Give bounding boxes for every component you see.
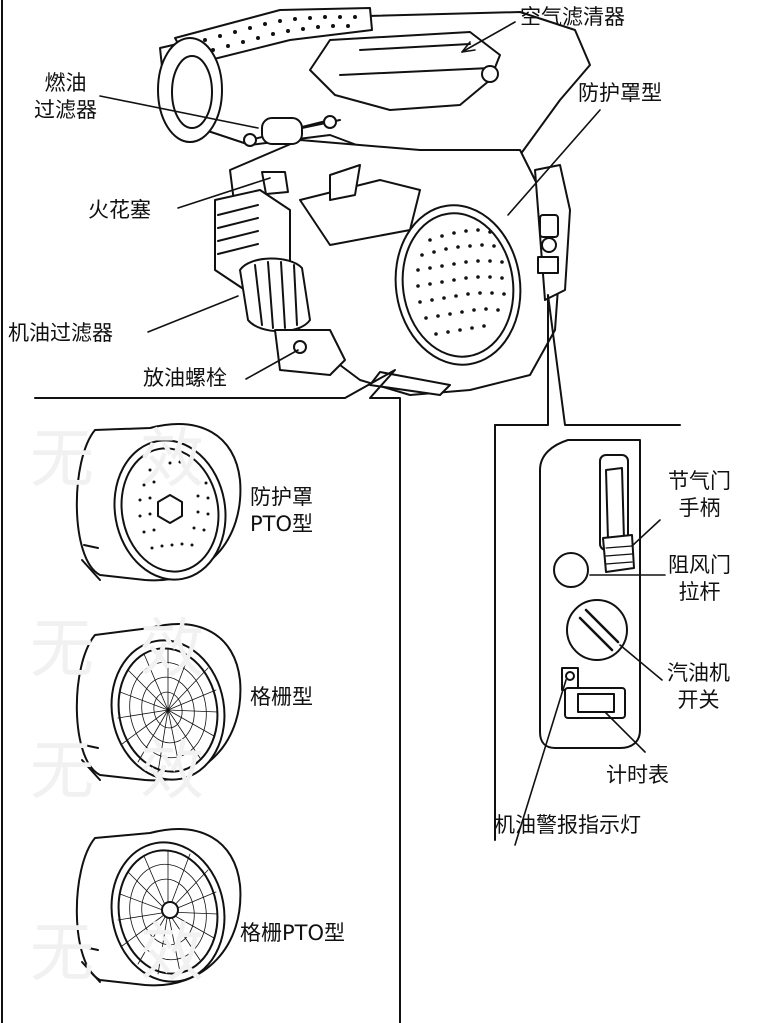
label-grille: 格栅型 <box>250 685 313 709</box>
grille-pto-variant <box>75 828 242 987</box>
watermark-3: 无效 <box>30 735 244 809</box>
label-guard-pto: 防护罩 PTO型 <box>250 485 314 536</box>
label-oil-alert: 机油警报指示灯 <box>494 813 641 837</box>
grille-variant <box>75 623 242 782</box>
label-fuel-filter: 燃油 过滤器 <box>34 71 97 122</box>
label-guard-type: 防护罩型 <box>578 81 662 105</box>
watermark-2: 无效 <box>30 613 244 687</box>
label-air-cleaner: 空气滤清器 <box>520 5 625 29</box>
watermark-4: 无效 <box>30 917 244 991</box>
callout-lines <box>34 294 681 1023</box>
guard-pto-variant <box>75 423 242 582</box>
control-panel <box>539 439 641 749</box>
label-choke: 阻风门 拉杆 <box>668 553 731 604</box>
label-drain-bolt: 放油螺栓 <box>143 366 227 390</box>
leader-lines-main <box>99 21 601 380</box>
label-engine-switch: 汽油机 开关 <box>667 661 730 712</box>
label-oil-filter: 机油过滤器 <box>8 321 113 345</box>
label-throttle: 节气门 手柄 <box>668 469 731 520</box>
label-grille-pto: 格栅PTO型 <box>240 921 346 945</box>
leader-lines-panel <box>514 519 666 846</box>
label-hour-meter: 计时表 <box>606 763 669 787</box>
engine-illustration <box>157 7 591 396</box>
label-spark-plug: 火花塞 <box>88 198 151 222</box>
watermark-1: 无效 <box>30 423 244 497</box>
